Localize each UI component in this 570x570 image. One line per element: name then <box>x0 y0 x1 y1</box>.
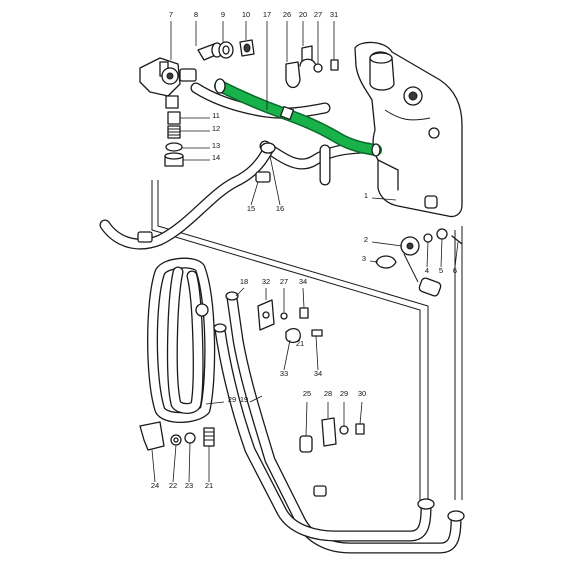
callout-label-8: 8 <box>194 10 198 19</box>
callout-label-9: 9 <box>221 10 225 19</box>
callout-label-5: 5 <box>439 266 443 275</box>
long-oil-lines <box>213 291 465 554</box>
callout-label-21: 21 <box>296 339 304 348</box>
callout-label-23: 23 <box>185 481 193 490</box>
callout-label-19: 19 <box>240 395 248 404</box>
clamp-parts <box>285 45 339 89</box>
leader-lines <box>151 21 459 483</box>
callout-label-22: 22 <box>169 481 177 490</box>
banjo-fitting <box>139 57 197 109</box>
callout-label-7: 7 <box>169 10 173 19</box>
callout-label-17: 17 <box>263 10 271 19</box>
callout-label-30: 30 <box>358 389 366 398</box>
fitting-parts <box>197 39 255 61</box>
callout-label-1: 1 <box>364 191 368 200</box>
callout-label-13: 13 <box>212 141 220 150</box>
highlighted-hose-fill <box>215 81 381 155</box>
callout-label-3: 3 <box>362 254 366 263</box>
callout-label-26: 26 <box>283 10 291 19</box>
bracket-hardware <box>139 421 215 451</box>
callout-label-34: 34 <box>314 369 322 378</box>
callout-label-14: 14 <box>212 153 220 162</box>
callout-label-16: 16 <box>276 204 284 213</box>
callout-label-10: 10 <box>242 10 250 19</box>
frame-lines <box>151 180 463 500</box>
callout-label-29: 29 <box>340 389 348 398</box>
valve-parts-column <box>164 111 184 167</box>
callout-label-2: 2 <box>364 235 368 244</box>
callout-label-32: 32 <box>262 277 270 286</box>
callout-label-18: 18 <box>240 277 248 286</box>
tank-mount-parts <box>375 228 463 297</box>
return-hose <box>99 142 276 250</box>
callout-label-27: 27 <box>280 277 288 286</box>
callout-label-6: 6 <box>453 266 457 275</box>
oil-tank <box>354 41 463 218</box>
highlighted-hose <box>214 78 382 157</box>
callout-label-28: 28 <box>324 389 332 398</box>
callout-label-15: 15 <box>247 204 255 213</box>
callout-label-12: 12 <box>212 124 220 133</box>
clamp-hardware-upper <box>257 299 323 344</box>
callout-label-27: 27 <box>314 10 322 19</box>
callout-label-33: 33 <box>280 369 288 378</box>
callout-label-20: 20 <box>299 10 307 19</box>
callout-label-4: 4 <box>425 266 429 275</box>
callout-label-11: 11 <box>212 111 220 120</box>
callout-label-24: 24 <box>151 481 159 490</box>
callout-label-29: 29 <box>228 395 236 404</box>
callout-label-31: 31 <box>330 10 338 19</box>
cooler-loop <box>147 257 216 423</box>
callout-label-25: 25 <box>303 389 311 398</box>
clamp-hardware-lower <box>299 417 365 453</box>
callout-label-34: 34 <box>299 277 307 286</box>
callout-label-21: 21 <box>205 481 213 490</box>
